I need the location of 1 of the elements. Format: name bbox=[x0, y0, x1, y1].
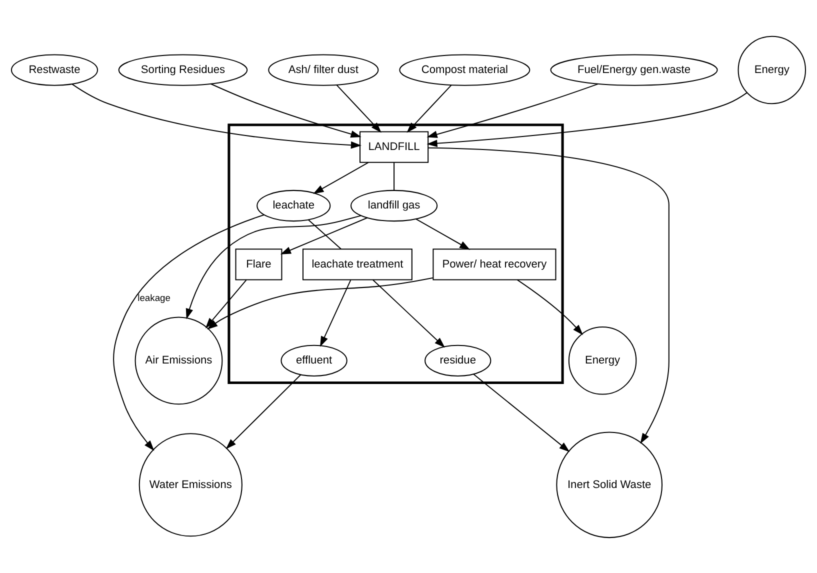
edge-label: leakage bbox=[138, 292, 170, 302]
